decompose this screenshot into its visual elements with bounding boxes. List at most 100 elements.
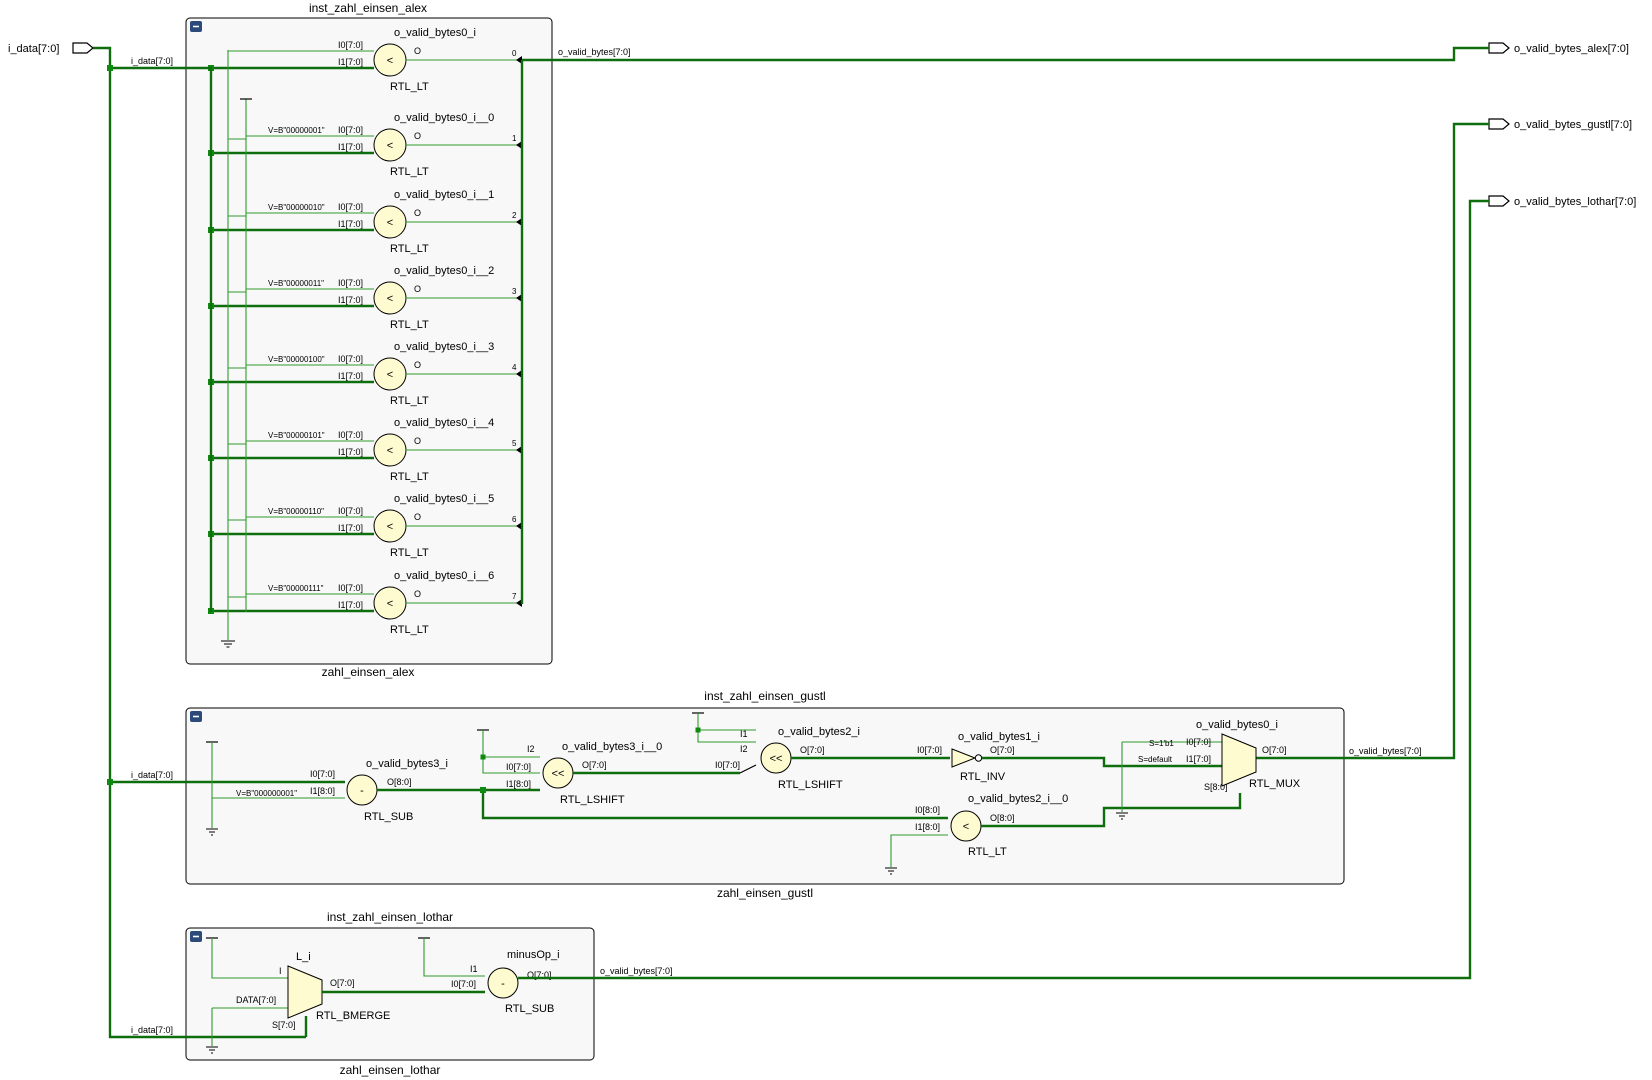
output-port-alex[interactable]: o_valid_bytes_alex[7:0] <box>1488 42 1629 55</box>
lothar-ground-icon <box>206 1046 218 1054</box>
alex-row-5-pin-i1: I1[7:0] <box>338 447 363 457</box>
lothar-bmerge-cell[interactable] <box>287 965 323 1019</box>
alex-row-1-name: o_valid_bytes0_i__0 <box>394 112 494 124</box>
alex-row-7-name: o_valid_bytes0_i__6 <box>394 570 494 582</box>
svg-text:<<: << <box>770 753 783 765</box>
collapse-button-alex[interactable] <box>190 21 202 32</box>
alex-row-7-type: RTL_LT <box>390 624 429 636</box>
lothar-sub-i1-net[interactable] <box>423 938 485 977</box>
output-port-lothar[interactable]: o_valid_bytes_lothar[7:0] <box>1488 195 1636 208</box>
collapse-button-lothar[interactable] <box>190 931 202 942</box>
gustl-lshift1-pin-o: O[7:0] <box>582 760 607 770</box>
alex-input-bus[interactable] <box>194 66 213 612</box>
lothar-bmerge-i-net[interactable] <box>211 938 288 979</box>
alex-row-0-bit: 0 <box>512 49 517 58</box>
alex-row-2-pin-i0: I0[7:0] <box>338 202 363 212</box>
input-port-i-data[interactable]: i_data[7:0] <box>8 42 94 55</box>
svg-text:<: < <box>387 217 393 229</box>
gustl-lt-type: RTL_LT <box>968 846 1007 858</box>
lothar-bmerge-pin-s: S[7:0] <box>272 1020 296 1030</box>
alex-comparator-3[interactable]: < <box>373 281 407 315</box>
gustl-sub-cell[interactable]: - <box>346 774 378 806</box>
svg-text:<: < <box>963 821 969 833</box>
gustl-net-sub-to-lt[interactable] <box>481 790 948 820</box>
gustl-inv-cell[interactable] <box>951 748 983 768</box>
collapse-button-gustl[interactable] <box>190 711 202 722</box>
gustl-in-net-label: i_data[7:0] <box>131 770 173 780</box>
box-zahl-einsen-lothar[interactable] <box>185 927 595 1061</box>
alex-comparator-5[interactable]: < <box>373 433 407 467</box>
alex-row-0-type: RTL_LT <box>390 81 429 93</box>
gustl-lshift1-pin-i2: I2 <box>527 744 535 754</box>
net-i-data-trunk[interactable] <box>93 46 306 1039</box>
lothar-bmerge-name: L_i <box>296 951 311 963</box>
alex-row-0-pin-i0: I0[7:0] <box>338 40 363 50</box>
gustl-lt-pin-i0: I0[8:0] <box>915 805 940 815</box>
box-zahl-einsen-alex[interactable] <box>185 17 553 665</box>
alex-module-label: zahl_einsen_alex <box>322 665 415 679</box>
gustl-lshift1-cell[interactable]: << <box>542 757 574 789</box>
svg-text:<<: << <box>552 768 565 780</box>
output-port-gustl[interactable]: o_valid_bytes_gustl[7:0] <box>1488 118 1632 131</box>
alex-row-5-pin-o: O <box>414 436 421 446</box>
alex-row-2-const: V=B"00000010" <box>268 203 325 212</box>
alex-comparator-7[interactable]: < <box>373 586 407 620</box>
gustl-lshift2-i2-net[interactable] <box>697 713 756 743</box>
gustl-lshift2-pin-i2: I2 <box>740 744 748 754</box>
alex-out-net-label: o_valid_bytes[7:0] <box>558 47 631 57</box>
alex-row-6-pin-i1: I1[7:0] <box>338 523 363 533</box>
alex-row-4-pin-i1: I1[7:0] <box>338 371 363 381</box>
alex-row-1: V=B"00000001"I0[7:0]I1[7:0]<o_valid_byte… <box>208 112 522 178</box>
gustl-lshift2-cell[interactable]: << <box>760 742 792 774</box>
gustl-lshift2-pin-o: O[7:0] <box>800 745 825 755</box>
alex-row-1-const: V=B"00000001" <box>268 126 325 135</box>
lothar-sub-pin-i1: I1 <box>470 964 478 974</box>
alex-comparator-2[interactable]: < <box>373 205 407 239</box>
gustl-net-inv-to-mux[interactable] <box>982 756 1222 768</box>
alex-comparator-0[interactable]: < <box>373 43 407 77</box>
alex-row-3-type: RTL_LT <box>390 319 429 331</box>
gustl-lt-i1-net[interactable] <box>890 834 948 867</box>
alex-row-7-pin-i1: I1[7:0] <box>338 600 363 610</box>
alex-row-3-name: o_valid_bytes0_i__2 <box>394 265 494 277</box>
alex-row-2-name: o_valid_bytes0_i__1 <box>394 189 494 201</box>
gustl-lt-cell[interactable]: < <box>950 810 982 842</box>
alex-row-2-pin-o: O <box>414 208 421 218</box>
gustl-lshift2-name: o_valid_bytes2_i <box>778 726 860 738</box>
gustl-lshift1-i0-net[interactable] <box>482 730 540 774</box>
svg-text:-: - <box>360 785 364 797</box>
svg-text:<: < <box>387 140 393 152</box>
alex-row-6-const: V=B"00000110" <box>268 507 324 516</box>
alex-row-3-pin-i0: I0[7:0] <box>338 278 363 288</box>
svg-text:<: < <box>387 445 393 457</box>
svg-text:-: - <box>501 978 505 990</box>
gustl-mux-s1: S=1'b1 <box>1149 739 1174 748</box>
alex-row-5-type: RTL_LT <box>390 471 429 483</box>
gustl-sub-pin-i1: I1[8:0] <box>310 786 335 796</box>
gustl-inv-type: RTL_INV <box>960 771 1006 783</box>
alex-comparator-1[interactable]: < <box>373 128 407 162</box>
gustl-inv-pin-o: O[7:0] <box>990 745 1015 755</box>
alex-comparator-4[interactable]: < <box>373 357 407 391</box>
gustl-mux-pin-o: O[7:0] <box>1262 745 1287 755</box>
alex-row-4-type: RTL_LT <box>390 395 429 407</box>
net-o-valid-bytes-lothar[interactable] <box>586 199 1489 980</box>
alex-comparator-6[interactable]: < <box>373 509 407 543</box>
lothar-bmerge-pin-i: I <box>279 966 282 976</box>
net-o-valid-bytes-gustl[interactable] <box>1256 122 1489 760</box>
gustl-mux-cell[interactable] <box>1221 733 1257 787</box>
gustl-lshift2-type: RTL_LSHIFT <box>778 779 843 791</box>
net-o-valid-bytes-alex[interactable] <box>522 46 1489 62</box>
lothar-in-net-label: i_data[7:0] <box>131 1025 173 1035</box>
alex-row-4-bit: 4 <box>512 363 517 372</box>
box-zahl-einsen-gustl[interactable] <box>185 707 1345 885</box>
alex-row-5-pin-i0: I0[7:0] <box>338 430 363 440</box>
alex-row-5-bit: 5 <box>512 439 517 448</box>
lothar-sub-cell[interactable]: - <box>487 967 519 999</box>
alex-row-2-pin-i1: I1[7:0] <box>338 219 363 229</box>
output-port-lothar-label: o_valid_bytes_lothar[7:0] <box>1514 196 1636 208</box>
lothar-bmerge-pin-data: DATA[7:0] <box>236 995 276 1005</box>
gustl-net-lt-to-mux-sel[interactable] <box>981 793 1242 828</box>
